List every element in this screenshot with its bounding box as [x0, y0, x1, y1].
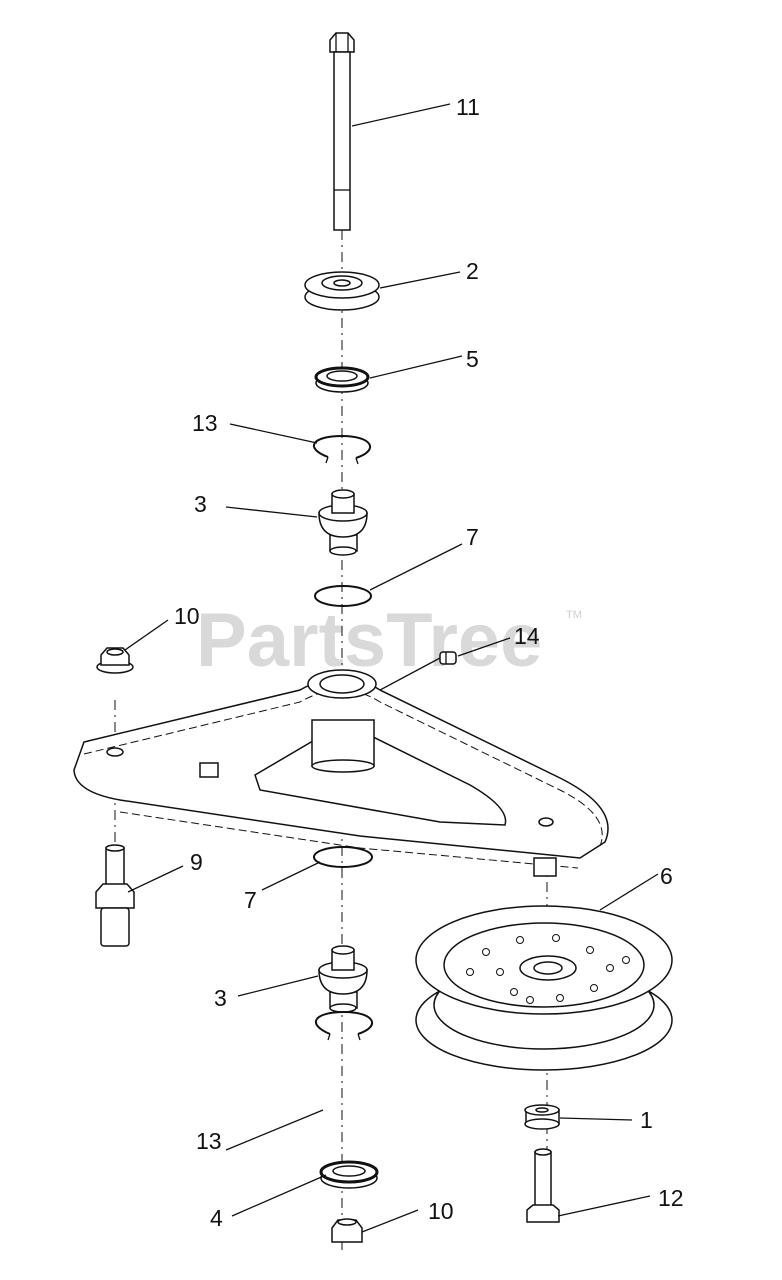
idler-arm-plate — [73, 657, 609, 869]
leader-lines — [124, 103, 659, 1233]
callout-13-upper: 13 — [192, 410, 218, 436]
callout-7-upper: 7 — [466, 524, 479, 550]
callout-4: 4 — [210, 1205, 223, 1231]
callout-11: 11 — [456, 94, 480, 120]
callout-6: 6 — [660, 863, 673, 889]
bearing-part-5 — [314, 366, 370, 393]
o-ring-part-7-upper — [314, 585, 372, 607]
callout-2: 2 — [466, 258, 479, 284]
bushing-part-3-upper — [318, 489, 368, 556]
bolt-part-12 — [526, 1148, 560, 1223]
callout-1: 1 — [640, 1107, 653, 1133]
nut-part-10-upper — [96, 647, 134, 674]
callout-9: 9 — [190, 849, 203, 875]
callout-3-lower: 3 — [214, 985, 227, 1011]
nut-part-10-lower — [331, 1218, 363, 1243]
washer-part-1 — [524, 1104, 560, 1130]
callout-3-upper: 3 — [194, 491, 207, 517]
callout-13-lower: 13 — [196, 1128, 222, 1154]
callout-10-lower: 10 — [428, 1198, 454, 1224]
watermark-trademark: TM — [566, 609, 582, 621]
callout-14: 14 — [514, 623, 540, 649]
watermark-logo: PartsTree — [196, 598, 542, 683]
stud-part-9 — [95, 844, 135, 947]
washer-part-2 — [304, 271, 380, 311]
callout-12: 12 — [658, 1185, 684, 1211]
callout-7-lower: 7 — [244, 887, 257, 913]
snap-ring-part-13-upper — [313, 434, 371, 465]
callout-10-upper: 10 — [174, 603, 200, 629]
bushing-part-3-lower — [318, 945, 368, 1013]
bearing-part-4 — [319, 1160, 379, 1189]
pulley-part-6 — [415, 857, 673, 1071]
o-ring-part-7-lower — [313, 846, 373, 868]
grease-fitting-part-14 — [439, 651, 457, 665]
callout-5: 5 — [466, 346, 479, 372]
bolt-part-11 — [329, 32, 355, 231]
snap-ring-part-13-lower — [315, 1010, 373, 1041]
